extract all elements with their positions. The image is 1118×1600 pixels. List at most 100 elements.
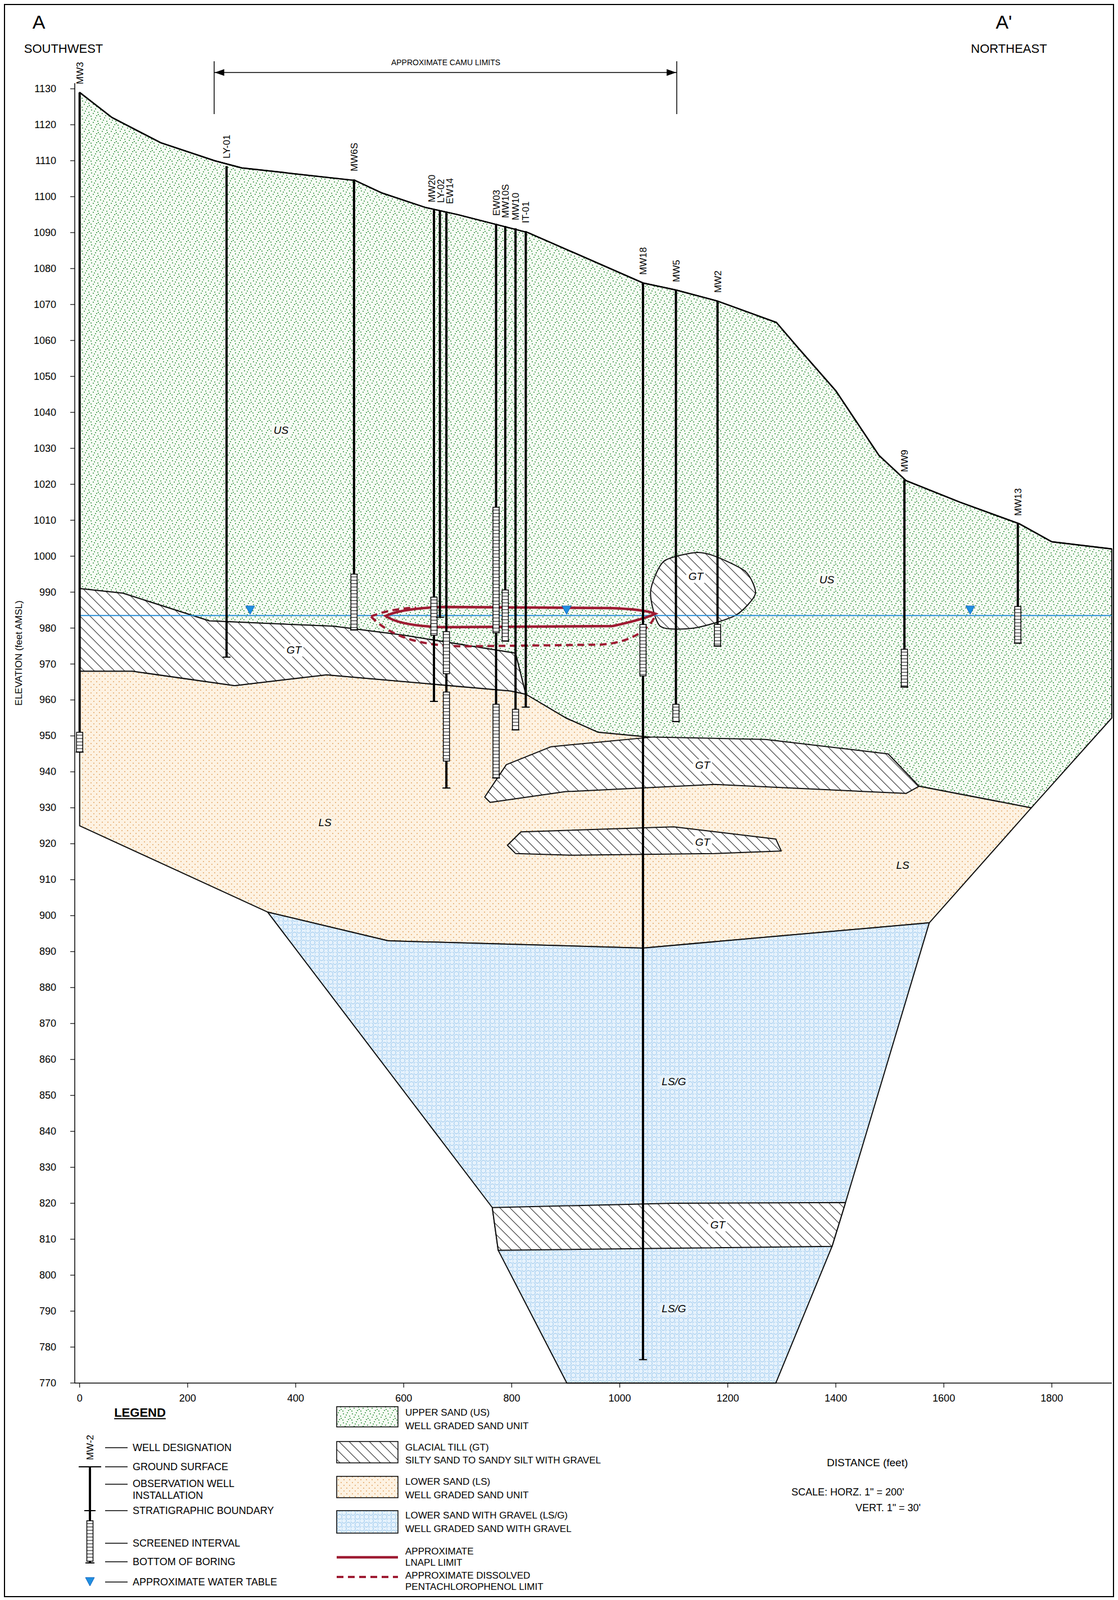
screened-interval [901,649,908,687]
screened-interval [350,574,357,631]
observation-well [442,211,451,789]
screen-slot [492,740,500,742]
well-id: EW14 [445,177,455,204]
screen-slot [443,647,450,649]
well-id: LY-02 [436,179,446,204]
screen-slot [1014,612,1021,614]
screen-slot [501,599,509,600]
screen-slot [443,644,450,645]
legend-description: WELL GRADED SAND UNIT [405,1490,529,1502]
screen-slot [443,661,450,662]
well-casing [524,231,527,708]
tick [70,124,75,125]
legend-boundary [84,1510,96,1512]
tick [70,591,75,593]
screened-interval [512,709,519,730]
screen-slot [87,1527,94,1528]
screen-slot [492,730,500,732]
screen-slot [443,667,450,669]
screened-interval [443,631,450,674]
screen-slot [443,654,450,655]
axes [70,83,1112,1388]
legend-swatch [336,1441,398,1464]
well-casing [352,179,356,631]
screen-slot [87,1537,94,1538]
screen-slot [501,632,509,634]
legend-bottom [85,1562,95,1564]
screen-slot [501,612,509,614]
well-id: MW3 [74,62,85,85]
lower-sand-unit [79,671,1032,949]
screen-slot [501,609,509,610]
screen-slot [350,600,357,601]
screen-slot [501,636,509,637]
tick [403,1383,405,1388]
screen-slot [492,764,500,766]
tick-label: 810 [39,1233,57,1246]
well-id: MW13 [1012,488,1023,516]
legend-entry: STRATIGRAPHIC BOUNDARY [132,1505,274,1518]
screen-slot [639,640,646,642]
screen-slot [1014,616,1021,617]
unit-label: GT [284,644,304,657]
tick-label: 800 [39,1269,57,1282]
screen-slot [492,563,500,565]
tick-label: 910 [39,874,57,886]
tick-label: 890 [39,946,57,958]
well-id: IT-01 [521,201,531,224]
screened-interval [87,1521,94,1562]
screened-interval [492,507,500,633]
screen-slot [350,617,357,618]
screen-slot [492,557,500,558]
legend-entry: OBSERVATION WELL INSTALLATION [132,1478,246,1502]
legend-entry: GLACIAL TILL (GT) [405,1442,490,1454]
screen-slot [492,587,500,588]
screen-slot [76,748,83,750]
screened-interval [672,704,680,722]
legend-entry: APPROXIMATE LNAPL LIMIT [405,1546,490,1569]
well-id: LY-01 [222,134,232,159]
tick-label: 1040 [33,406,57,419]
screen-slot [492,614,500,615]
screen-slot [639,657,646,659]
screen-slot [443,634,450,635]
camu-line [214,71,677,74]
camu-bracket [214,61,677,115]
tick-label: 0 [77,1392,83,1405]
observation-well [75,92,84,753]
screen-slot [639,661,646,662]
observation-well [350,179,359,631]
screen-slot [443,711,450,713]
screen-slot [492,717,500,718]
pcp-limit [370,607,656,647]
axis-title: ELEVATION (feet AMSL) [14,600,24,706]
tick [70,915,75,917]
well-casing [225,166,228,658]
screen-slot [492,707,500,708]
screen-slot [492,543,500,545]
tick [295,1383,296,1388]
well-id: MW-2 [85,1435,95,1461]
observation-well [501,225,510,641]
tick-label: 1050 [33,370,57,383]
tick-label: 930 [39,802,57,814]
screen-slot [501,629,509,631]
well-id: MW2 [712,270,723,294]
tick [70,807,75,809]
tick-label: 900 [39,910,57,922]
observation-well [713,300,722,646]
bottom-of-boring [442,787,451,789]
screen-slot [443,708,450,709]
tick-label: 840 [39,1125,57,1138]
screen-slot [87,1544,94,1545]
tick [70,771,75,773]
tick-label: 860 [39,1053,57,1066]
screen-slot [87,1554,94,1555]
screen-slot [492,513,500,514]
screen-slot [639,674,646,676]
well-id: MW20 [427,174,437,202]
unit-label: GT [693,836,713,849]
screen-slot [492,584,500,585]
screen-slot [492,727,500,728]
well-casing [78,92,81,753]
